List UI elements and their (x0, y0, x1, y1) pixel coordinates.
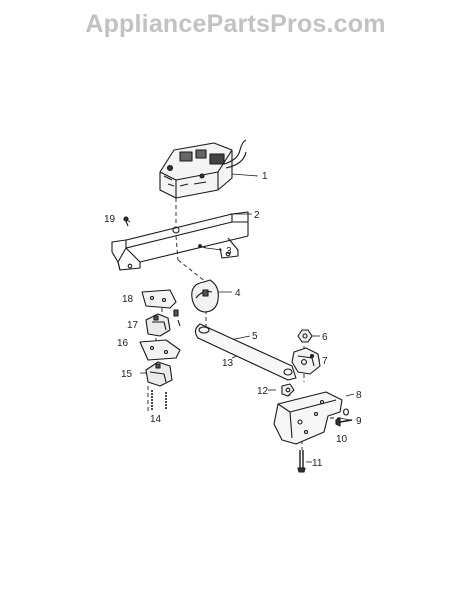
small-pin[interactable] (173, 309, 181, 327)
part-6-washer[interactable] (297, 329, 313, 343)
callout-19: 19 (104, 214, 116, 225)
callout-5: 5 (252, 331, 258, 342)
part-2-mounting-bracket[interactable] (111, 211, 249, 271)
part-16-plate[interactable] (139, 339, 181, 361)
callout-2: 2 (254, 210, 260, 221)
part-1-motor-unit[interactable] (159, 139, 247, 199)
callout-14: 14 (150, 414, 162, 425)
callout-16: 16 (117, 338, 129, 349)
part-18-plate[interactable] (141, 289, 177, 309)
part-12-washer[interactable] (281, 383, 295, 397)
callout-3: 3 (226, 246, 232, 257)
part-11-bolt[interactable] (297, 450, 306, 473)
callout-6: 6 (322, 332, 328, 343)
part-8-mounting-plate[interactable] (273, 391, 343, 445)
callout-12: 12 (257, 386, 269, 397)
callout-13: 13 (222, 358, 234, 369)
callout-18: 18 (122, 294, 134, 305)
callout-1: 1 (262, 171, 268, 182)
callout-17: 17 (127, 320, 139, 331)
part-5-link-bar[interactable] (194, 323, 297, 381)
part-7-lever[interactable] (291, 347, 321, 375)
part-3-pin[interactable] (198, 244, 207, 249)
callout-11: 11 (312, 458, 323, 469)
callout-9: 9 (356, 416, 362, 427)
part-9-screw[interactable] (335, 417, 353, 427)
callout-15: 15 (121, 369, 133, 380)
watermark-logo: AppliancePartsPros.com (85, 10, 386, 38)
part-4-cam[interactable] (191, 279, 219, 313)
part-14-pins[interactable] (151, 390, 167, 410)
part-10-washer[interactable] (343, 408, 349, 416)
callout-4: 4 (235, 288, 241, 299)
callout-7: 7 (322, 356, 328, 367)
part-17-block[interactable] (145, 313, 171, 337)
callout-8: 8 (356, 390, 362, 401)
part-19-screw[interactable] (123, 216, 129, 227)
part-15-block[interactable] (145, 361, 173, 387)
callout-10: 10 (336, 434, 348, 445)
